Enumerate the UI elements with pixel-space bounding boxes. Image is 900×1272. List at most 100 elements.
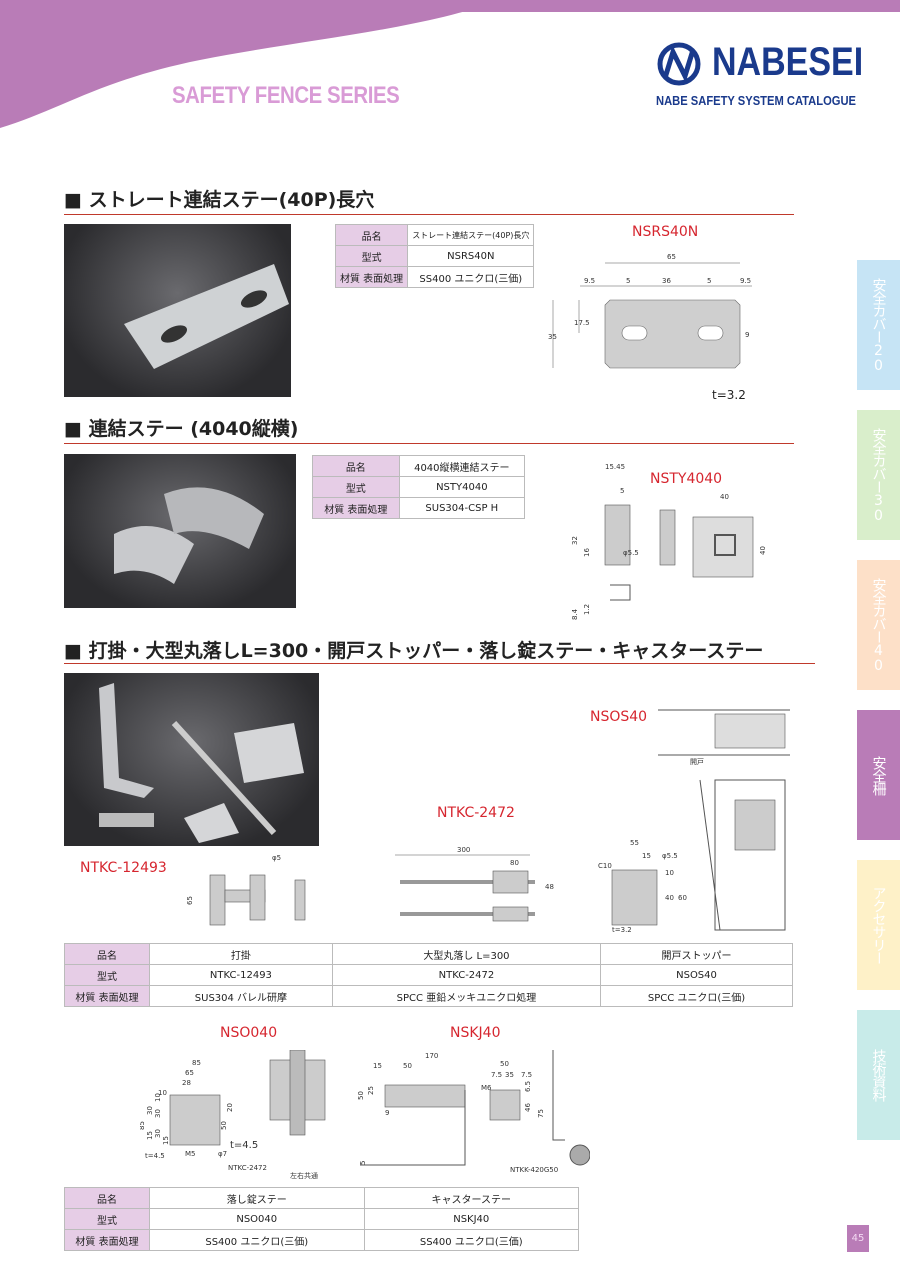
svg-text:85: 85 [140, 1121, 146, 1130]
svg-text:6.5: 6.5 [524, 1081, 532, 1092]
svg-text:NTKC-2472: NTKC-2472 [228, 1164, 267, 1172]
label-name: 品名 [312, 455, 400, 477]
value-name: ストレート連結ステー(40P)長穴 [407, 224, 535, 246]
value-model: NTKC-2472 [331, 964, 602, 986]
svg-text:φ7: φ7 [218, 1150, 227, 1158]
nabesei-logo-icon [657, 42, 701, 86]
drawing-title: NSTY4040 [650, 471, 723, 487]
drawing-title: NSRS40N [632, 224, 699, 240]
svg-text:9.5: 9.5 [584, 277, 595, 285]
svg-text:M5: M5 [185, 1150, 196, 1158]
svg-text:30: 30 [154, 1109, 162, 1118]
svg-text:65: 65 [186, 896, 194, 905]
svg-text:15.45: 15.45 [605, 463, 625, 471]
value-model: NSOS40 [600, 964, 793, 986]
svg-text:80: 80 [510, 859, 519, 867]
svg-text:85: 85 [192, 1059, 201, 1067]
divider [64, 663, 815, 664]
logo-subtitle: NABE SAFETY SYSTEM CATALOGUE [656, 93, 857, 108]
svg-text:50: 50 [403, 1062, 412, 1070]
svg-text:40: 40 [720, 493, 729, 501]
label-material: 材質 表面処理 [64, 985, 150, 1007]
svg-text:φ5.5: φ5.5 [623, 549, 639, 557]
svg-text:8.4: 8.4 [571, 608, 579, 620]
label-model: 型式 [334, 245, 409, 267]
value-name: 落し錠ステー [149, 1187, 365, 1209]
thickness-label: t=3.2 [712, 388, 746, 402]
svg-text:30: 30 [146, 1106, 154, 1115]
header-curve [0, 0, 500, 128]
value-name: キャスターステー [363, 1187, 579, 1209]
side-tab-accessory[interactable]: アクセサリー [857, 860, 900, 990]
svg-text:35: 35 [505, 1071, 514, 1079]
svg-text:15: 15 [642, 852, 651, 860]
label-model: 型式 [64, 964, 150, 986]
divider [64, 443, 794, 444]
svg-text:NTKK-420G50: NTKK-420G50 [510, 1166, 558, 1174]
value-material: SPCC 亜鉛メッキユニクロ処理 [331, 985, 602, 1007]
svg-text:50: 50 [500, 1060, 509, 1068]
svg-text:φ5: φ5 [272, 854, 281, 862]
svg-text:t=4.5: t=4.5 [230, 1140, 258, 1151]
section-title: 打掛・大型丸落しL=300・開戸ストッパー・落し錠ステー・キャスターステー [64, 636, 764, 663]
svg-text:t=4.5: t=4.5 [145, 1152, 165, 1160]
svg-text:28: 28 [182, 1079, 191, 1087]
drawing-title: NSOS40 [590, 709, 648, 725]
side-tab-safety-fence[interactable]: 安全柵 [857, 710, 900, 840]
side-tab-cover20[interactable]: 安全カバー20 [857, 260, 900, 390]
value-material: SUS304 バレル研摩 [149, 985, 333, 1007]
side-tab-cover40[interactable]: 安全カバー40 [857, 560, 900, 690]
value-material: SS400 ユニクロ(三価) [149, 1229, 365, 1251]
svg-text:32: 32 [571, 536, 579, 545]
product-photo [64, 454, 296, 608]
svg-text:36: 36 [662, 277, 671, 285]
divider [64, 214, 794, 215]
value-model: NSRS40N [407, 245, 535, 267]
value-model: NTKC-12493 [149, 964, 333, 986]
value-name: 打掛 [149, 943, 333, 965]
svg-text:M6: M6 [481, 1084, 492, 1092]
svg-text:5: 5 [626, 277, 630, 285]
svg-text:50: 50 [357, 1091, 365, 1100]
value-material: SS400 ユニクロ(三価) [407, 266, 535, 288]
label-material: 材質 表面処理 [312, 497, 400, 519]
value-material: SPCC ユニクロ(三価) [600, 985, 793, 1007]
drawing-title: NSKJ40 [450, 1025, 501, 1041]
side-tab-technical[interactable]: 技術資料 [857, 1010, 900, 1140]
svg-text:60: 60 [678, 894, 687, 902]
label-material: 材質 表面処理 [334, 266, 409, 288]
svg-text:46: 46 [524, 1103, 532, 1112]
value-name: 開戸ストッパー [600, 943, 793, 965]
svg-text:7.5: 7.5 [521, 1071, 532, 1079]
svg-text:20: 20 [226, 1103, 234, 1112]
svg-text:30: 30 [154, 1129, 162, 1138]
label-name: 品名 [64, 1187, 150, 1209]
logo-text: NABESEI [712, 40, 864, 84]
svg-text:50: 50 [220, 1121, 228, 1130]
svg-text:15: 15 [162, 1136, 170, 1145]
label-material: 材質 表面処理 [64, 1229, 150, 1251]
ntkc12493-drawing: φ5 65 [186, 854, 306, 926]
value-name: 4040縦横連結ステー [398, 455, 526, 477]
svg-text:75: 75 [537, 1109, 545, 1118]
product-photo [64, 673, 319, 846]
value-model: NSKJ40 [363, 1208, 579, 1230]
svg-text:5: 5 [620, 487, 624, 495]
svg-text:t=3.2: t=3.2 [612, 926, 632, 934]
label-name: 品名 [64, 943, 150, 965]
svg-text:9.5: 9.5 [740, 277, 751, 285]
svg-text:65: 65 [185, 1069, 194, 1077]
svg-text:φ5.5: φ5.5 [662, 852, 678, 860]
value-model: NSTY4040 [398, 476, 526, 498]
svg-text:開戸: 開戸 [690, 758, 704, 766]
svg-text:48: 48 [545, 883, 554, 891]
svg-text:9: 9 [745, 331, 749, 339]
side-tab-cover30[interactable]: 安全カバー30 [857, 410, 900, 540]
svg-text:5: 5 [707, 277, 711, 285]
